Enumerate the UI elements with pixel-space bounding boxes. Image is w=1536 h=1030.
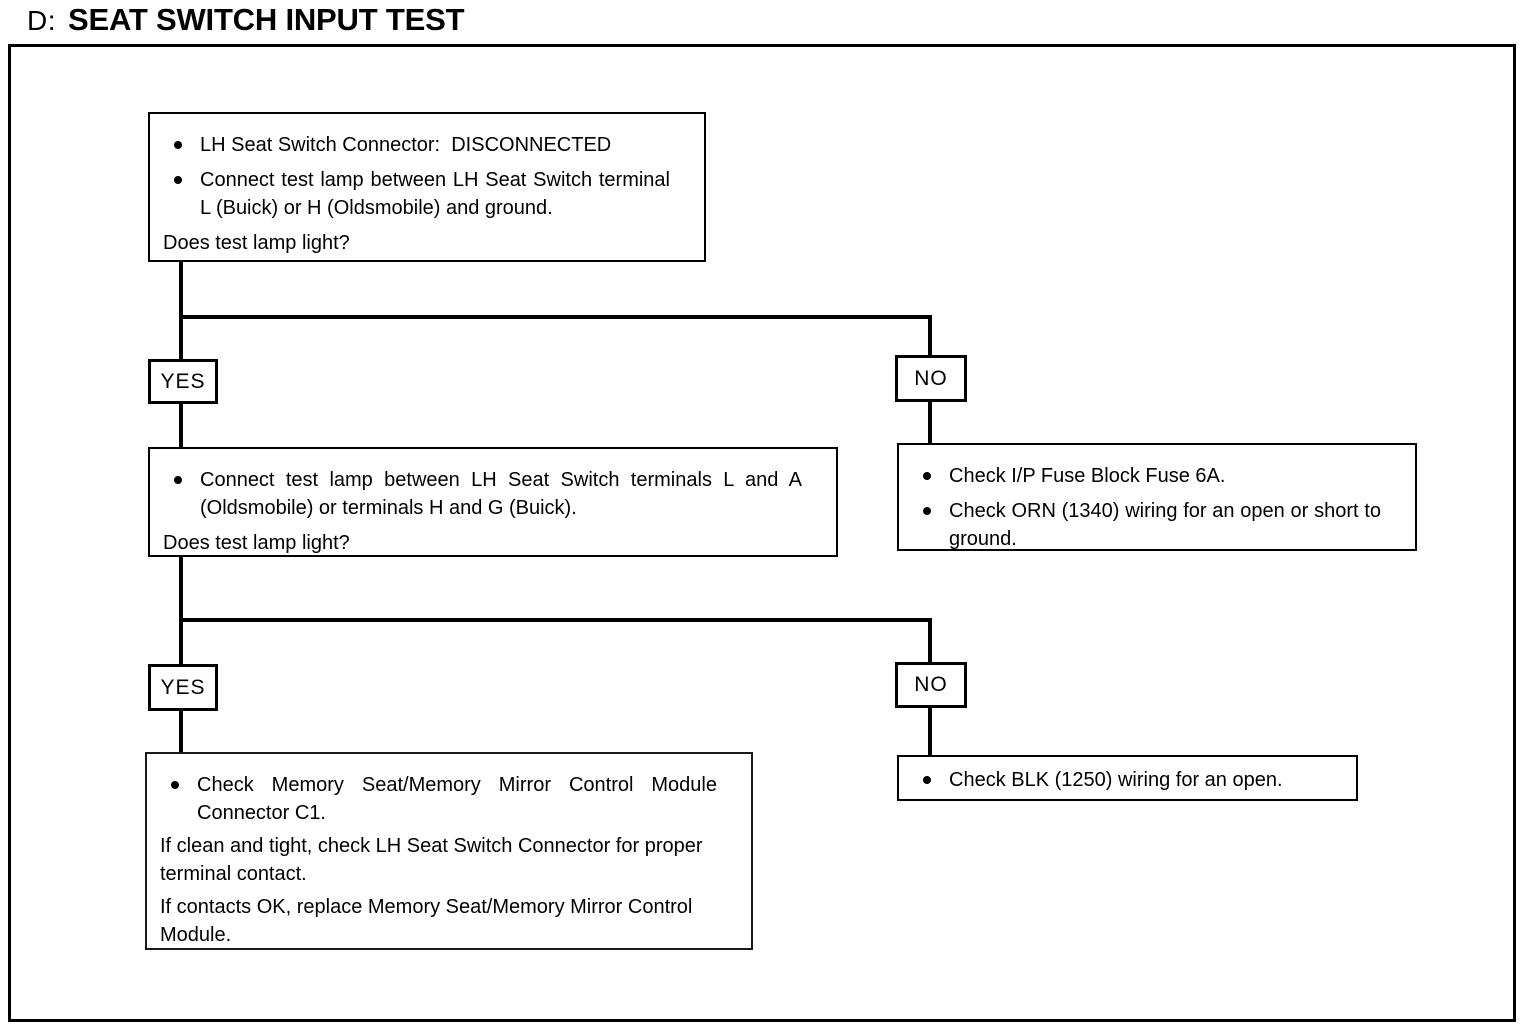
connector-branch2-no-down bbox=[928, 618, 932, 665]
step2-no-bullet-1-text: Check I/P Fuse Block Fuse 6A. bbox=[949, 465, 1226, 487]
step1-question: Does test lamp light? bbox=[163, 232, 350, 254]
connector-yes1-down bbox=[179, 402, 183, 449]
yes-text: YES bbox=[160, 369, 206, 393]
connector-no1-down bbox=[928, 400, 932, 445]
bullet-icon bbox=[174, 141, 182, 149]
step3-no-box: Check BLK (1250) wiring for an open. bbox=[897, 755, 1358, 801]
step2-yes-bullet-1-text: Connect test lamp between LH Seat Switch… bbox=[200, 469, 808, 519]
step2-yes-bullet-1: Connect test lamp between LH Seat Switch… bbox=[150, 466, 836, 522]
page-title-label: SEAT SWITCH INPUT TEST bbox=[68, 2, 465, 37]
step1-bullet-1-text: LH Seat Switch Connector: DISCONNECTED bbox=[200, 134, 612, 156]
page-title: D: SEAT SWITCH INPUT TEST bbox=[27, 2, 465, 38]
step2-no-bullet-2: Check ORN (1340) wiring for an open or s… bbox=[899, 497, 1415, 553]
step3-yes-bullet-1-text: Check Memory Seat/Memory Mirror Control … bbox=[197, 774, 723, 824]
connector-yes2-down bbox=[179, 709, 183, 754]
step1-bullet-2: Connect test lamp between LH Seat Switch… bbox=[150, 166, 704, 222]
branch2-yes-label: YES bbox=[148, 664, 218, 711]
bullet-icon bbox=[174, 476, 182, 484]
connector-branch2-horizontal bbox=[179, 618, 932, 622]
step2-yes-box: Connect test lamp between LH Seat Switch… bbox=[148, 447, 838, 557]
connector-step1-down bbox=[179, 260, 183, 362]
bullet-icon bbox=[923, 472, 931, 480]
step2-yes-question: Does test lamp light? bbox=[163, 532, 350, 554]
bullet-icon bbox=[923, 507, 931, 515]
step3-no-bullet-1-text: Check BLK (1250) wiring for an open. bbox=[949, 769, 1283, 791]
step1-bullet-2-text: Connect test lamp between LH Seat Switch… bbox=[200, 169, 676, 219]
bullet-icon bbox=[174, 176, 182, 184]
branch1-no-label: NO bbox=[895, 355, 967, 402]
step1-box: LH Seat Switch Connector: DISCONNECTED C… bbox=[148, 112, 706, 262]
flowchart-border bbox=[8, 44, 1516, 1022]
section-letter: D: bbox=[27, 5, 56, 36]
step2-no-bullet-2-text: Check ORN (1340) wiring for an open or s… bbox=[949, 500, 1387, 550]
connector-branch1-horizontal bbox=[179, 315, 932, 319]
bullet-icon bbox=[171, 781, 179, 789]
connector-branch1-no-down bbox=[928, 315, 932, 358]
no-text: NO bbox=[914, 366, 948, 390]
step2-no-box: Check I/P Fuse Block Fuse 6A. Check ORN … bbox=[897, 443, 1417, 551]
bullet-icon bbox=[923, 776, 931, 784]
step2-no-bullet-1: Check I/P Fuse Block Fuse 6A. bbox=[899, 462, 1415, 490]
step3-yes-box: Check Memory Seat/Memory Mirror Control … bbox=[145, 752, 753, 950]
connector-no2-down bbox=[928, 706, 932, 757]
step3-no-bullet-1: Check BLK (1250) wiring for an open. bbox=[899, 766, 1356, 794]
step3-yes-line-2: If contacts OK, replace Memory Seat/Memo… bbox=[160, 896, 698, 946]
branch1-yes-label: YES bbox=[148, 359, 218, 404]
no-text: NO bbox=[914, 673, 948, 696]
step1-bullet-1: LH Seat Switch Connector: DISCONNECTED bbox=[150, 131, 704, 159]
yes-text: YES bbox=[160, 675, 206, 699]
step3-yes-line-1: If clean and tight, check LH Seat Switch… bbox=[160, 835, 709, 885]
connector-step2-down bbox=[179, 555, 183, 667]
step3-yes-bullet-1: Check Memory Seat/Memory Mirror Control … bbox=[147, 771, 751, 827]
branch2-no-label: NO bbox=[895, 662, 967, 708]
